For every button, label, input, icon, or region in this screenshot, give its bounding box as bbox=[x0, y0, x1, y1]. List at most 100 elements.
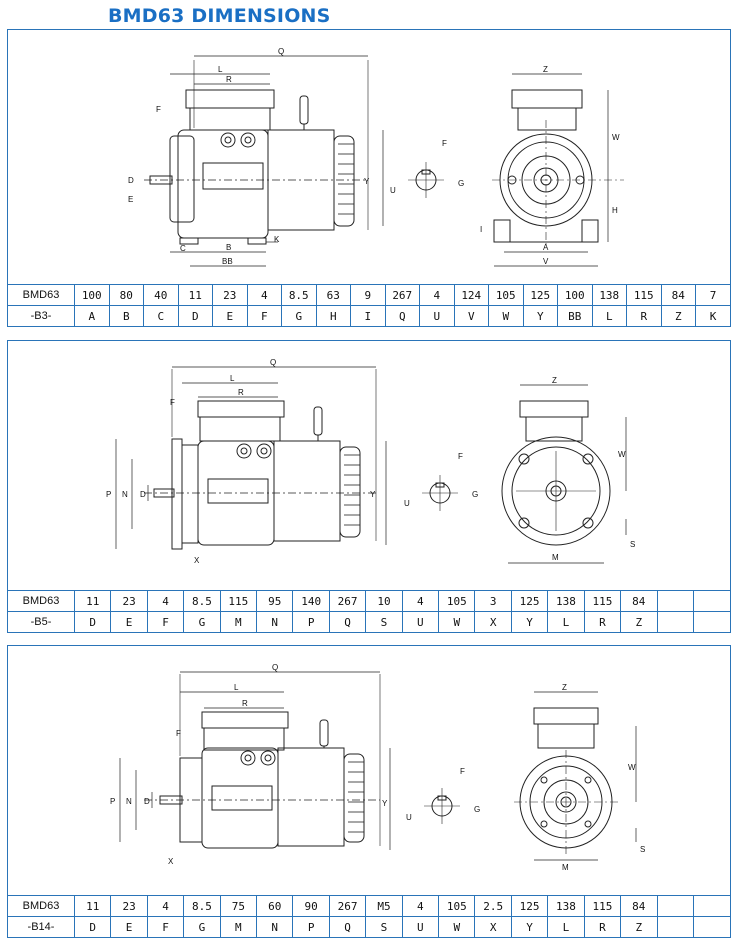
table-cell: W bbox=[438, 611, 476, 632]
table-cell: 11 bbox=[177, 284, 213, 306]
dim-label-L: L bbox=[218, 65, 223, 74]
table-cell bbox=[692, 895, 730, 917]
dim-label-B: B bbox=[226, 243, 231, 252]
dim-label-D: D bbox=[128, 176, 134, 185]
side-view-labels-b14: Q L R F P N D X Y bbox=[110, 663, 388, 866]
dim-label-F: F bbox=[176, 729, 181, 738]
table-cell: 11 bbox=[73, 590, 112, 612]
table-cell: 4 bbox=[146, 590, 185, 612]
table-cell: Y bbox=[522, 305, 558, 326]
table-cell: 84 bbox=[620, 895, 658, 917]
side-view-labels-b3: Q L R F D E C B BB K Y bbox=[128, 47, 370, 266]
table-cell: 23 bbox=[110, 590, 148, 612]
table-cell: 84 bbox=[620, 590, 658, 612]
table-cell: 115 bbox=[219, 590, 258, 612]
table-cell: 10 bbox=[365, 590, 403, 612]
dim-label-R: R bbox=[242, 699, 248, 708]
panel-b14: Q L R F P N D X Y F U G bbox=[7, 645, 731, 938]
dim-label-P: P bbox=[106, 490, 111, 499]
end-label-A: A bbox=[543, 243, 549, 252]
table-cell: U bbox=[419, 305, 455, 326]
table-cell: M5 bbox=[365, 895, 403, 917]
table-cell: 11 bbox=[73, 895, 112, 917]
table-cell: Y bbox=[510, 916, 549, 937]
table-cell bbox=[656, 916, 694, 937]
drawing-b5: Q L R F P N D X Y F U G bbox=[8, 341, 730, 587]
table-row: BMD63 11 23 4 8.5 75 60 90 267 M5 4 105 … bbox=[8, 895, 730, 917]
end-label-S: S bbox=[640, 845, 645, 854]
table-cell: N bbox=[256, 916, 294, 937]
table-cell: G bbox=[281, 305, 317, 326]
table-cell bbox=[656, 590, 694, 612]
table-cell: 115 bbox=[626, 284, 662, 306]
shaft-label-U: U bbox=[404, 499, 410, 508]
dim-label-L: L bbox=[234, 683, 239, 692]
table-cell: H bbox=[315, 305, 351, 326]
table-cell: 138 bbox=[591, 284, 627, 306]
table-cell: Z bbox=[660, 305, 696, 326]
end-label-Z: Z bbox=[543, 65, 548, 74]
dim-label-R: R bbox=[226, 75, 232, 84]
table-cell: D bbox=[73, 916, 112, 937]
shaft-section-b14 bbox=[424, 788, 460, 824]
table-cell: G bbox=[183, 611, 221, 632]
table-cell: -B14- bbox=[8, 916, 75, 937]
table-cell: 100 bbox=[74, 284, 110, 306]
table-cell: B bbox=[108, 305, 144, 326]
table-cell: G bbox=[183, 916, 221, 937]
end-label-Z: Z bbox=[562, 683, 567, 692]
table-cell: BB bbox=[557, 305, 593, 326]
table-cell: 124 bbox=[453, 284, 489, 306]
side-view-labels-b5: Q L R F P N D X Y bbox=[106, 358, 376, 565]
shaft-label-U: U bbox=[390, 186, 396, 195]
shaft-labels-b3: F U G bbox=[390, 139, 464, 195]
table-cell: 105 bbox=[488, 284, 524, 306]
shaft-labels-b5: F U G bbox=[404, 452, 478, 508]
table-cell: P bbox=[292, 611, 330, 632]
side-view-b14 bbox=[119, 671, 391, 850]
end-label-W: W bbox=[628, 763, 636, 772]
dim-label-X: X bbox=[168, 857, 174, 866]
table-cell: S bbox=[365, 611, 403, 632]
table-cell: 8.5 bbox=[183, 590, 221, 612]
end-label-W: W bbox=[612, 133, 620, 142]
dim-label-C: C bbox=[180, 244, 186, 253]
table-cell: 2.5 bbox=[474, 895, 512, 917]
table-cell: 267 bbox=[384, 284, 420, 306]
table-cell: 90 bbox=[292, 895, 330, 917]
table-cell: 140 bbox=[292, 590, 330, 612]
dim-label-R: R bbox=[238, 388, 244, 397]
end-view-labels-b5: Z W M S bbox=[552, 376, 635, 562]
end-label-I: I bbox=[480, 225, 482, 234]
dim-label-X: X bbox=[194, 556, 200, 565]
dim-label-F: F bbox=[156, 105, 161, 114]
dim-label-BB: BB bbox=[222, 257, 233, 266]
table-cell: L bbox=[547, 611, 585, 632]
table-cell: 3 bbox=[474, 590, 512, 612]
table-cell: R bbox=[626, 305, 662, 326]
table-cell: U bbox=[401, 916, 440, 937]
table-cell: F bbox=[246, 305, 282, 326]
table-cell: 23 bbox=[110, 895, 148, 917]
table-cell: 80 bbox=[108, 284, 144, 306]
table-cell: U bbox=[401, 611, 440, 632]
table-cell: Z bbox=[620, 611, 658, 632]
shaft-label-G: G bbox=[472, 490, 478, 499]
panel-b5: Q L R F P N D X Y F U G bbox=[7, 340, 731, 633]
table-cell: -B5- bbox=[8, 611, 75, 632]
end-view-labels-b14: Z W M S bbox=[562, 683, 645, 872]
table-cell: Q bbox=[384, 305, 420, 326]
table-cell: W bbox=[488, 305, 524, 326]
side-view-b3 bbox=[144, 55, 384, 267]
dim-label-D: D bbox=[140, 490, 146, 499]
table-cell: V bbox=[453, 305, 489, 326]
table-cell: L bbox=[591, 305, 627, 326]
table-cell: 4 bbox=[419, 284, 455, 306]
dimension-table-b14: BMD63 11 23 4 8.5 75 60 90 267 M5 4 105 … bbox=[8, 895, 730, 937]
table-cell: D bbox=[73, 611, 112, 632]
dimension-table-b5: BMD63 11 23 4 8.5 115 95 140 267 10 4 10… bbox=[8, 590, 730, 632]
table-cell bbox=[692, 916, 730, 937]
end-label-W: W bbox=[618, 450, 626, 459]
shaft-labels-b14: F U G bbox=[406, 767, 480, 822]
table-cell: E bbox=[110, 916, 148, 937]
